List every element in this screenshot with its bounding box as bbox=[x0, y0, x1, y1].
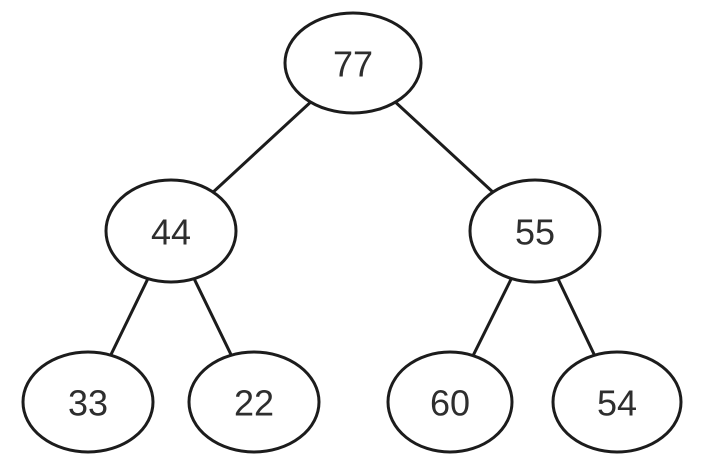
node-ellipse-root bbox=[283, 11, 423, 115]
tree-node-left: 44 bbox=[104, 178, 238, 284]
tree-edge-right-to-right-left bbox=[471, 277, 513, 358]
tree-node-left-right: 22 bbox=[187, 350, 321, 454]
node-ellipse-left-right bbox=[187, 350, 321, 454]
node-label-right-left: 60 bbox=[430, 383, 470, 424]
node-label-root: 77 bbox=[333, 44, 373, 85]
node-label-right: 55 bbox=[515, 212, 555, 253]
node-label-left-right: 22 bbox=[234, 383, 274, 424]
tree-node-right-left: 60 bbox=[386, 350, 514, 454]
tree-edge-root-to-left bbox=[211, 100, 313, 194]
tree-node-root: 77 bbox=[283, 11, 423, 115]
tree-node-right-right: 54 bbox=[551, 350, 683, 454]
node-ellipse-left bbox=[104, 178, 238, 284]
tree-node-left-left: 33 bbox=[21, 350, 155, 454]
node-ellipse-left-left bbox=[21, 350, 155, 454]
tree-edge-left-to-left-right bbox=[192, 277, 233, 357]
tree-edge-root-to-right bbox=[393, 100, 495, 194]
node-ellipse-right bbox=[468, 178, 602, 284]
tree-edge-right-to-right-right bbox=[556, 277, 596, 357]
tree-edge-left-to-left-left bbox=[109, 277, 150, 357]
node-label-left: 44 bbox=[151, 212, 191, 253]
tree-node-right: 55 bbox=[468, 178, 602, 284]
node-label-left-left: 33 bbox=[68, 383, 108, 424]
node-ellipse-right-right bbox=[551, 350, 683, 454]
node-ellipse-right-left bbox=[386, 350, 514, 454]
node-label-right-right: 54 bbox=[597, 383, 637, 424]
